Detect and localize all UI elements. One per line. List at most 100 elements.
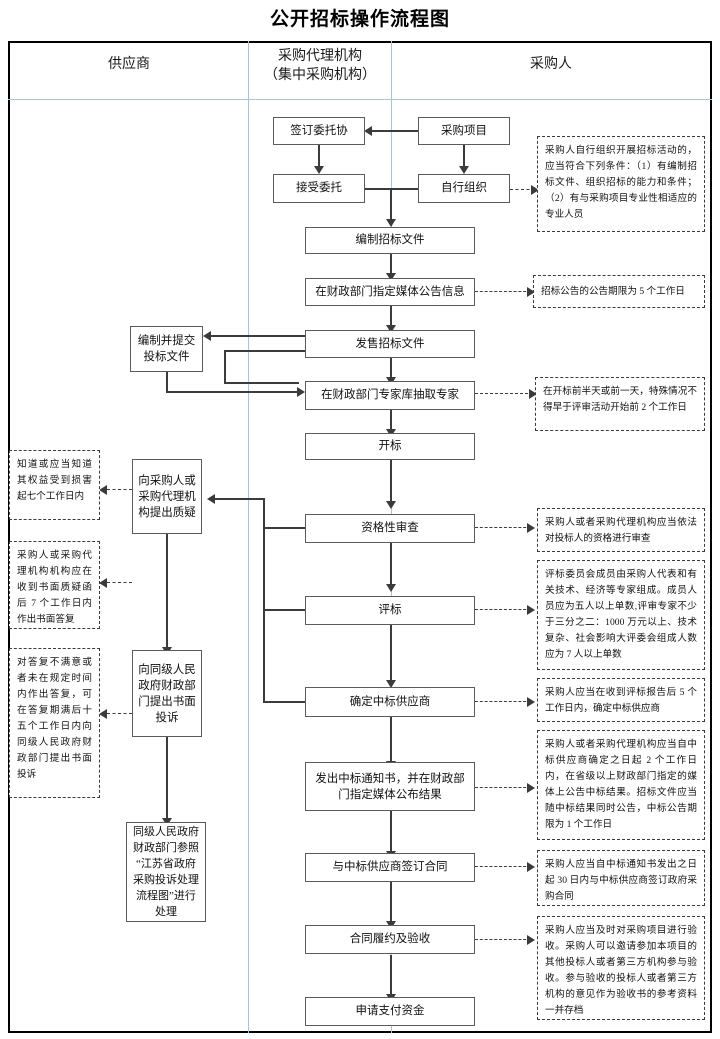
arrowhead-open-to-qual — [386, 501, 396, 509]
box-evaluate-bid[interactable]: 评标 — [305, 596, 475, 625]
connector-query-to-complaint — [166, 534, 168, 650]
connector-announce-to-note — [475, 291, 531, 292]
lane-header-agency: 采购代理机构 （集中采购机构） — [249, 47, 391, 85]
lane-header-agency-label: 采购代理机构 — [278, 49, 362, 64]
connector-project-to-sign — [372, 130, 418, 132]
connector-issue-to-note — [475, 787, 531, 788]
arrowhead-join-to-prepare — [386, 219, 396, 227]
connector-determine-to-note — [475, 701, 531, 702]
connector-qual-to-note — [475, 527, 531, 528]
box-sign-entrust[interactable]: 签订委托协 — [273, 117, 365, 145]
connector-bidprep-to-open — [166, 391, 299, 393]
arrowhead-announce-to-sell — [386, 325, 396, 333]
note-sign-contract: 采购人应当自中标通知书发出之日起 30 日内与中标供应商签订政府采购合同 — [537, 850, 705, 906]
box-contract-performance[interactable]: 合同履约及验收 — [305, 925, 475, 954]
connector-eval-spine — [263, 527, 265, 609]
diagram-frame — [8, 41, 712, 1033]
connector-bidprep-down — [166, 372, 168, 392]
connector-qual-to-eval — [390, 543, 392, 587]
lane-header-supplier: 供应商 — [10, 55, 248, 74]
connector-sign-to-performance — [390, 882, 392, 924]
arrowhead-sign-to-accept — [314, 166, 324, 174]
arrowhead-project-to-self — [459, 166, 469, 174]
connector-sign-to-note — [475, 866, 531, 867]
arrowhead-reply-note — [99, 578, 107, 588]
box-sell-docs[interactable]: 发售招标文件 — [305, 330, 475, 358]
lane-header-divider — [8, 99, 712, 100]
connector-openjoin-h — [224, 382, 299, 384]
connector-performance-to-payment — [390, 955, 392, 997]
arrowhead-qual-to-note — [527, 523, 535, 533]
connector-determine-spine — [263, 609, 265, 701]
box-qualification-review[interactable]: 资格性审查 — [305, 514, 475, 543]
arrowhead-sign-to-note — [527, 862, 535, 872]
connector-query-to-leftnote — [107, 489, 132, 490]
note-complaint-deadline: 对答复不满意或者未在规定时间内作出答复，可在答复期满后十五个工作日内向同级人民政… — [9, 648, 100, 798]
box-issue-notice[interactable]: 发出中标通知书，并在财政部 门指定媒体公布结果 — [305, 762, 475, 811]
box-file-complaint[interactable]: 向同级人民 政府财政部 门提出书面 投诉 — [132, 650, 202, 737]
connector-sell-to-bidprep — [211, 335, 305, 337]
lane-header-purchaser-label: 采购人 — [530, 57, 572, 72]
note-announce-result: 采购人或者采购代理机构应当自中标供应商确定之日起 2 个工作日内，在省级以上财政… — [537, 730, 705, 840]
connector-determine-left-stub — [263, 701, 305, 703]
connector-sell-down-to-openjoin — [224, 350, 226, 383]
connector-qual-spine — [263, 498, 265, 527]
note-query-reply: 采购人或采购代理机构机构应在收到书面质疑函后 7 个工作日内作出书面答复 — [9, 541, 100, 629]
box-prepare-docs[interactable]: 编制招标文件 — [305, 227, 475, 254]
connector-issue-to-sign — [390, 811, 392, 854]
box-accept-entrust[interactable]: 接受委托 — [273, 174, 365, 203]
arrowhead-project-to-sign — [364, 126, 372, 136]
page-title: 公开招标操作流程图 — [269, 9, 450, 30]
connector-sell-lower-stub — [224, 350, 305, 352]
arrowhead-issue-to-note — [527, 783, 535, 793]
arrowhead-sell-to-bidprep — [203, 331, 211, 341]
connector-eval-to-determine — [390, 625, 392, 683]
connector-reply-note-arrow-line — [107, 582, 132, 583]
box-complaint-handling[interactable]: 同级人民政府 财政部门参照 “江苏省政府 采购投诉处理 流程图”进行 处理 — [126, 822, 206, 922]
box-announce-media[interactable]: 在财政部门指定媒体公告信息 — [305, 278, 475, 306]
box-raise-query[interactable]: 向采购人或 采购代理机 构提出质疑 — [132, 459, 202, 534]
note-qualification-review: 采购人或者采购代理机构应当依法对投标人的资格进行审查 — [537, 508, 705, 552]
note-announce-deadline: 招标公告的公告期限为 5 个工作日 — [533, 275, 705, 308]
arrowhead-self-to-note — [531, 185, 539, 195]
connector-self-to-note — [510, 189, 535, 190]
connector-sign-to-accept — [318, 145, 320, 169]
arrowhead-qual-to-eval — [386, 584, 396, 592]
note-experts-timing: 在开标前半天或前一天，特殊情况不得早于评审活动开始前 2 个工作日 — [535, 377, 705, 431]
arrowhead-eval-to-note — [527, 605, 535, 615]
connector-eval-left-stub — [263, 609, 305, 611]
arrowhead-query-to-leftnote — [99, 485, 107, 495]
connector-announce-to-sell — [390, 306, 392, 328]
box-determine-winner[interactable]: 确定中标供应商 — [305, 687, 475, 717]
connector-sell-to-experts — [390, 358, 392, 380]
connector-performance-to-note — [475, 939, 531, 940]
connector-open-to-qual — [390, 460, 392, 504]
connector-join-to-prepare — [390, 188, 392, 221]
box-draw-experts[interactable]: 在财政部门专家库抽取专家 — [305, 381, 475, 410]
box-prepare-submit-bid[interactable]: 编制并提交 投标文件 — [130, 326, 203, 372]
note-determine-winner: 采购人应当在收到评标报告后 5 个工作日内，确定中标供应商 — [537, 678, 705, 722]
connector-complaint-note-arrow-line — [107, 713, 132, 714]
box-apply-payment[interactable]: 申请支付资金 — [305, 997, 475, 1026]
connector-prepare-to-announce — [390, 254, 392, 276]
lane-header-purchaser: 采购人 — [392, 55, 710, 74]
connector-qual-left-stub — [263, 527, 305, 529]
note-query-deadline: 知道或应当知道其权益受到损害起七个工作日内 — [9, 450, 100, 520]
connector-experts-to-open — [390, 410, 392, 432]
arrowhead-announce-to-note — [527, 287, 535, 297]
arrowhead-qual-to-query — [207, 494, 215, 504]
connector-eval-to-note — [475, 609, 531, 610]
connector-complaint-to-handling — [166, 737, 168, 822]
connector-experts-to-note — [475, 393, 533, 394]
connector-project-to-self — [463, 145, 465, 169]
note-acceptance: 采购人应当及时对采购项目进行验收。采购人可以邀请参加本项目的其他投标人或者第三方… — [537, 916, 705, 1020]
arrowhead-performance-to-note — [527, 935, 535, 945]
box-sign-contract[interactable]: 与中标供应商签订合同 — [305, 853, 475, 882]
box-open-bid[interactable]: 开标 — [305, 433, 475, 460]
arrowhead-complaint-note — [99, 709, 107, 719]
connector-qual-to-query — [215, 498, 263, 500]
arrowhead-eval-to-determine — [386, 680, 396, 688]
box-purchase-project[interactable]: 采购项目 — [418, 117, 510, 145]
box-self-organize[interactable]: 自行组织 — [418, 174, 510, 203]
